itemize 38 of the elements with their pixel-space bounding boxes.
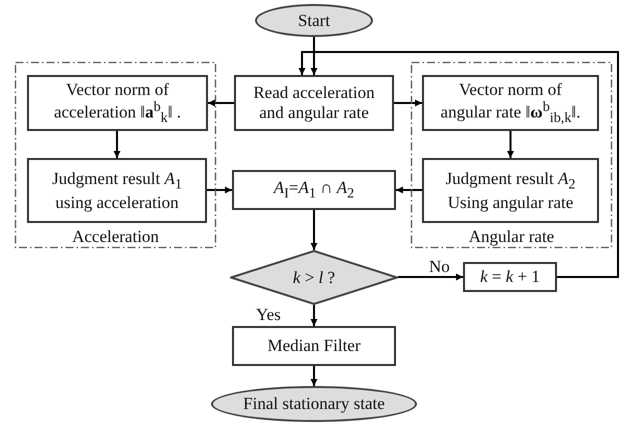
- node-label: Vector norm of acceleration ‖a$^{b}$$_{k}$‖ .: [52, 80, 182, 126]
- node-label: Start: [298, 10, 330, 30]
- node-label: Final stationary state: [243, 394, 385, 414]
- node-label: A$_{I}$=A$_{1}$ ∩ A$_{2}$: [274, 178, 354, 202]
- edge-label: No: [428, 258, 451, 275]
- edge-label: Yes: [255, 306, 282, 323]
- arrow: [208, 100, 234, 106]
- group-title: Angular rate: [468, 227, 554, 247]
- node-label: Vector norm of angular rate ‖ω$^{b}$$_{ib,k}$‖.: [440, 80, 581, 126]
- node-label: Read acceleration and angular rate: [252, 83, 376, 123]
- node-label: k > l ?: [292, 268, 336, 288]
- arrow: [298, 51, 619, 278]
- node-label: Judgment result A$_{1}$ using acceleration: [51, 168, 183, 212]
- arrow: [310, 305, 318, 326]
- dash-dot-group-frame: [15, 62, 216, 248]
- node-label: Judgment result A$_{2}$ Using angular rate: [444, 168, 576, 212]
- arrow: [114, 131, 120, 158]
- process-box: [422, 158, 599, 223]
- process-box: [27, 75, 208, 131]
- process-box: [27, 158, 207, 223]
- node-label: Median Filter: [267, 336, 360, 356]
- arrow: [310, 366, 318, 386]
- process-box: [234, 75, 394, 131]
- arrow: [398, 274, 463, 280]
- process-box: [232, 170, 396, 210]
- arrow: [507, 131, 514, 158]
- process-box: [463, 262, 557, 292]
- arrow: [394, 100, 422, 106]
- process-box: [422, 75, 599, 131]
- arrow: [396, 186, 422, 194]
- decision-diamond: [230, 250, 398, 305]
- arrow: [207, 186, 232, 194]
- process-box: [232, 326, 396, 366]
- node-label: k = k + 1: [480, 267, 540, 287]
- arrow: [310, 37, 318, 75]
- group-title: Acceleration: [72, 227, 159, 247]
- dash-dot-group-frame: [411, 62, 612, 248]
- arrow: [310, 210, 318, 250]
